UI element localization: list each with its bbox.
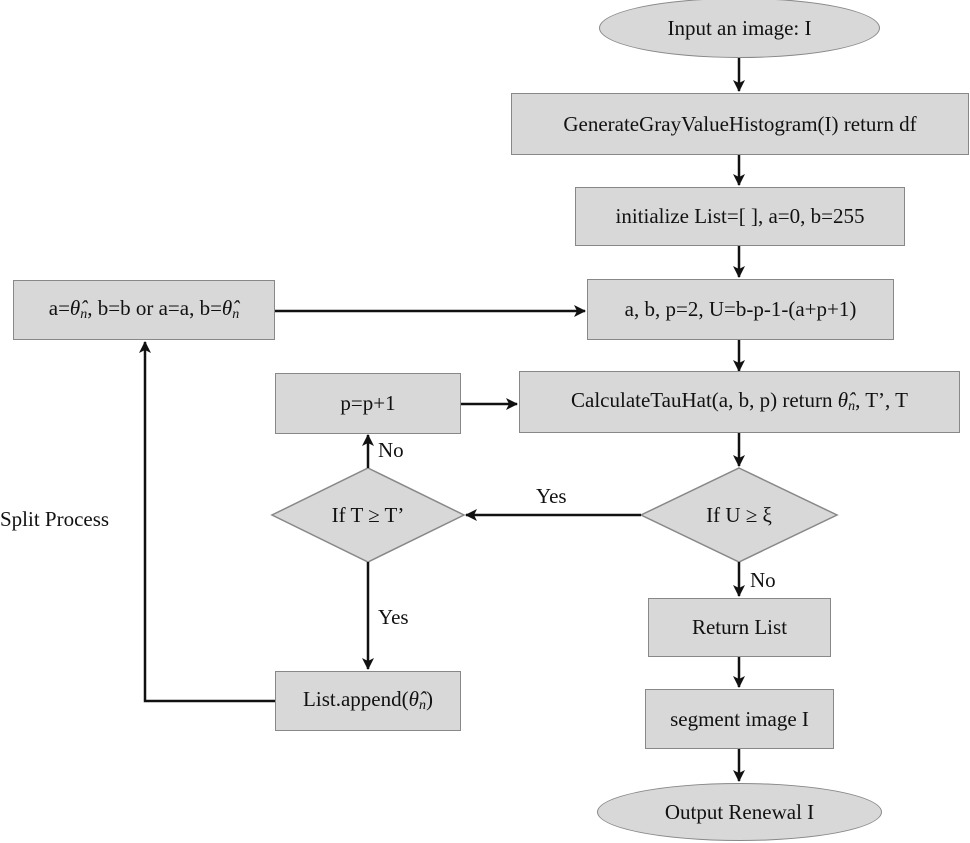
calc-tau-hat-node-label: CalculateTauHat(a, b, p) return θ̂n, T’,…	[571, 388, 908, 414]
p-increment-node: p=p+1	[275, 373, 461, 434]
edge-label-no-u: No	[750, 568, 776, 592]
edge-label-no-t: No	[378, 438, 404, 462]
return-list-node: Return List	[648, 598, 831, 657]
input-node-label: Input an image: I	[667, 15, 812, 40]
calc-tau-hat-node: CalculateTauHat(a, b, p) return θ̂n, T’,…	[519, 371, 960, 433]
segment-node-label: segment image I	[670, 706, 809, 731]
segment-node: segment image I	[645, 689, 834, 749]
decision-u-label-box: If U ≥ ξ	[641, 468, 837, 562]
append-node: List.append(θ̂n)	[275, 671, 461, 731]
output-node-label: Output Renewal I	[664, 799, 815, 824]
decision-t-label-box: If T ≥ T’	[272, 468, 464, 562]
decision-t-label: If T ≥ T’	[331, 502, 405, 527]
initialize-node: initialize List=[ ], a=0, b=255	[575, 187, 905, 246]
params-node-label: a, b, p=2, U=b-p-1-(a+p+1)	[624, 297, 857, 321]
update-ab-node-label: a=θ̂n, b=b or a=a, b=θ̂n	[48, 296, 240, 322]
histogram-node-label: GenerateGrayValueHistogram(I) return df	[563, 111, 917, 136]
input-node: Input an image: I	[599, 0, 880, 58]
params-node: a, b, p=2, U=b-p-1-(a+p+1)	[587, 279, 894, 340]
p-increment-node-label: p=p+1	[340, 391, 396, 415]
decision-u-label: If U ≥ ξ	[706, 502, 772, 527]
append-node-label: List.append(θ̂n)	[303, 687, 433, 713]
edge-label-yes-t: Yes	[378, 605, 409, 629]
update-ab-node: a=θ̂n, b=b or a=a, b=θ̂n	[13, 280, 275, 340]
edge-label-split-process: Split Process	[0, 507, 110, 531]
histogram-node: GenerateGrayValueHistogram(I) return df	[511, 93, 969, 155]
arrow-split-process	[139, 341, 275, 703]
initialize-node-label: initialize List=[ ], a=0, b=255	[615, 204, 865, 228]
output-node: Output Renewal I	[597, 783, 882, 841]
edge-label-yes-u: Yes	[536, 484, 567, 508]
return-list-node-label: Return List	[691, 615, 788, 639]
